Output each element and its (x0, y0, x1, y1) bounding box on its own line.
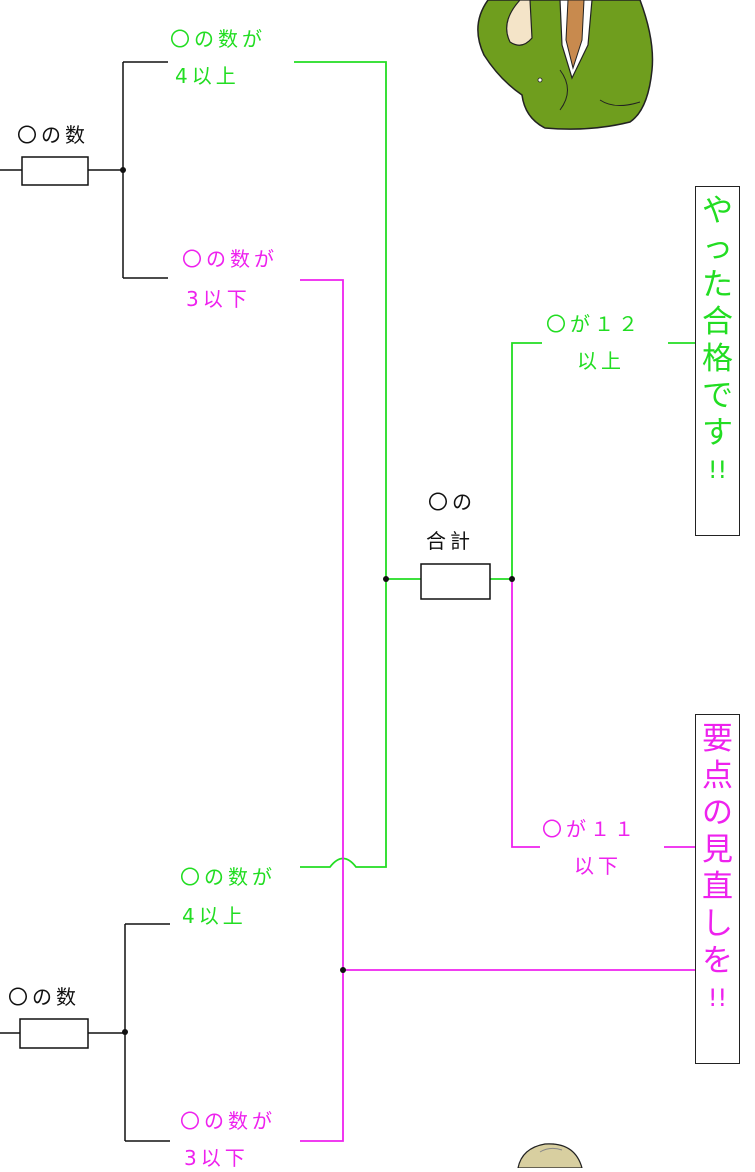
top-count-wires (0, 61, 168, 279)
fail-char: し (702, 906, 733, 942)
fail-char: の (702, 795, 733, 831)
pass-char: た (702, 267, 733, 303)
total-label-line2: 合計 (426, 529, 474, 553)
pass-branch-line1: 〇が１２ (546, 312, 642, 336)
fail-char: 見 (702, 832, 733, 868)
bottom-count-label: 〇の数 (8, 985, 80, 1009)
bald-man-illustration (517, 1143, 583, 1168)
pass-message-box: や っ た 合 格 で す !! (695, 186, 740, 536)
fail-char: 直 (702, 869, 733, 905)
pass-char: っ (702, 230, 733, 266)
pass-char: !! (707, 456, 728, 484)
junction-dot (122, 1029, 128, 1035)
pass-char: 合 (702, 304, 733, 340)
top-low-line1: 〇の数が (182, 247, 278, 271)
fail-branch-line2: 以下 (574, 854, 622, 878)
bottom-low-line2: 3以下 (184, 1146, 249, 1170)
top-high-line2: 4以上 (175, 64, 240, 88)
junction-dot (120, 167, 126, 173)
fail-char: 点 (702, 758, 733, 794)
junction-dot (383, 576, 389, 582)
junction-dot (509, 576, 515, 582)
pass-branch-line2: 以上 (577, 349, 625, 373)
total-label-line1: 〇の (428, 490, 476, 514)
fail-message-box: 要 点 の 見 直 し を !! (695, 714, 740, 1064)
total-box (420, 563, 491, 600)
bottom-high-line2: 4以上 (182, 904, 247, 928)
fail-char: を (702, 943, 733, 979)
pass-char: で (702, 378, 733, 414)
bottom-count-wires (0, 923, 170, 1142)
junction-dot (340, 967, 346, 973)
top-count-label: 〇の数 (17, 123, 89, 147)
pass-char: す (702, 415, 733, 451)
pass-char: や (702, 193, 733, 229)
top-high-line1: 〇の数が (170, 27, 266, 51)
businessman-illustration (477, 0, 654, 130)
bottom-high-line1: 〇の数が (180, 865, 276, 889)
fail-wires (300, 279, 695, 1142)
fail-char: !! (707, 984, 728, 1012)
top-low-line2: 3以下 (186, 287, 251, 311)
fail-char: 要 (702, 721, 733, 757)
bottom-low-line1: 〇の数が (180, 1109, 276, 1133)
fail-branch-line1: 〇が１１ (542, 817, 638, 841)
pass-char: 格 (702, 341, 733, 377)
pass-wires (294, 61, 695, 868)
